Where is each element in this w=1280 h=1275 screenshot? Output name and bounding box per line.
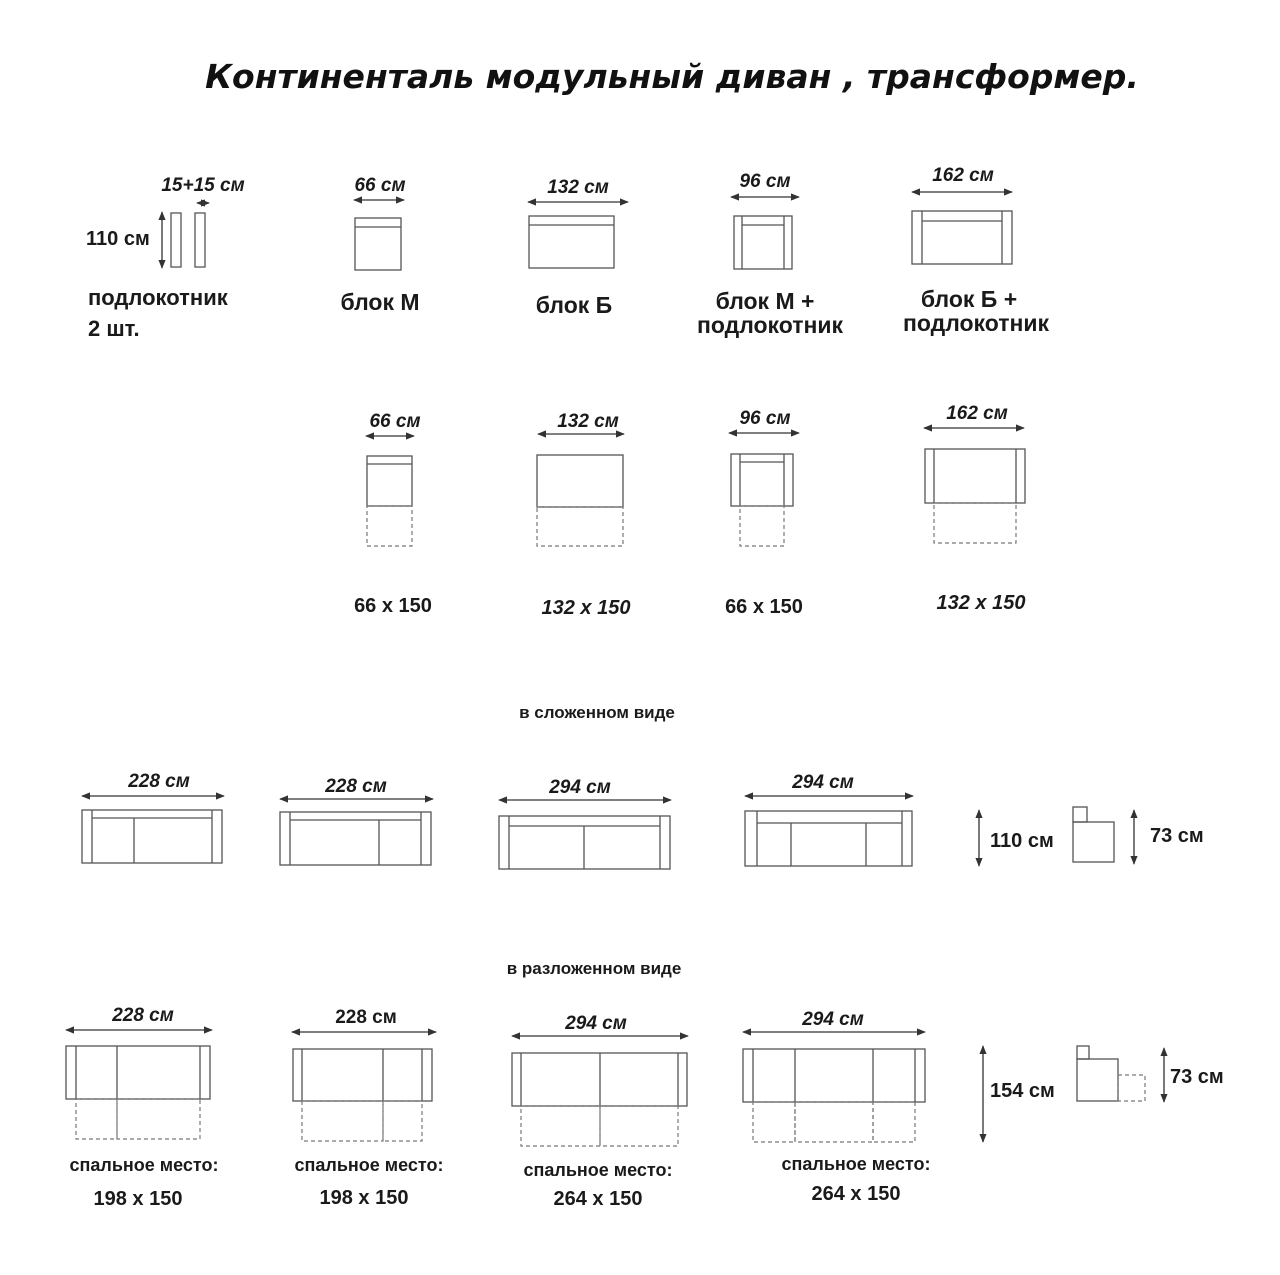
unfolded-sofa-2: 228 см спальное место: 198 x 150	[291, 1007, 444, 1209]
unfolded-sofa-3-berth-label: спальное место:	[524, 1160, 673, 1180]
unfolded-module-3-berth: 66 x 150	[725, 596, 803, 618]
unfolded-sofa-1-shape	[65, 1045, 211, 1100]
folded-sofa-3-shape	[498, 815, 671, 870]
block-m-shape	[354, 217, 402, 271]
block-m-armrest-label-line2: подлокотник	[697, 312, 844, 338]
unfolded-sofa-4-extension	[752, 1101, 916, 1143]
unfolded-module-3-shape	[730, 453, 794, 507]
armrest-shapes	[170, 212, 206, 268]
folded-sofa-1: 228 см	[81, 771, 225, 864]
unfolded-module-1-width: 66 см	[369, 411, 420, 432]
armrest-label: подлокотник	[88, 285, 229, 310]
armrest-module: 15+15 см 110 см подлокотник 2 шт.	[86, 175, 245, 341]
unfolded-side-shape	[1076, 1045, 1119, 1102]
block-b-module: 132 см блок Б	[527, 177, 629, 318]
unfolded-module-3-width: 96 см	[739, 408, 790, 429]
unfolded-sofa-4-shape	[742, 1048, 926, 1103]
unfolded-module-4-extension	[933, 502, 1017, 544]
unfolded-sofa-2-width: 228 см	[335, 1007, 397, 1028]
unfolded-sofa-1-extension	[75, 1098, 201, 1140]
unfolded-side-view: 154 см 73 см	[979, 1045, 1224, 1143]
unfolded-module-1-berth: 66 x 150	[354, 595, 432, 617]
unfolded-module-2: 132 см 132 x 150	[536, 411, 631, 619]
unfolded-sofa-3-shape	[511, 1052, 688, 1107]
unfolded-sofa-4-berth: 264 x 150	[812, 1183, 901, 1205]
unfolded-module-3-extension	[739, 505, 785, 547]
unfolded-side-extension	[1117, 1074, 1146, 1102]
folded-side-shape	[1072, 806, 1115, 863]
unfolded-sofa-3: 294 см спальное место: 264 x 150	[511, 1013, 689, 1210]
block-m-armrest-width-label: 96 см	[739, 171, 790, 192]
folded-side-view: 110 см 73 см	[975, 806, 1204, 867]
armrest-width-label: 15+15 см	[161, 175, 244, 196]
folded-sofa-4: 294 см	[744, 772, 914, 867]
armrest-height-label: 110 см	[86, 228, 150, 250]
unfolded-module-2-width: 132 см	[557, 411, 619, 432]
unfolded-sofa-4-width: 294 см	[801, 1009, 864, 1030]
block-m-armrest-shape	[733, 215, 793, 270]
unfolded-height-label: 73 см	[1170, 1066, 1224, 1088]
block-b-shape	[528, 215, 615, 269]
unfolded-caption: в разложенном виде	[507, 959, 682, 978]
unfolded-sofa-1-berth-label: спальное место:	[70, 1155, 219, 1175]
unfolded-module-2-berth: 132 x 150	[542, 597, 631, 619]
unfolded-module-1-extension	[366, 505, 413, 547]
unfolded-module-4-shape	[924, 448, 1026, 504]
page-title: Континенталь модульный диван , трансформ…	[205, 57, 1139, 96]
folded-caption: в сложенном виде	[519, 703, 675, 722]
unfolded-sofa-2-berth: 198 x 150	[320, 1187, 409, 1209]
block-b-label: блок Б	[536, 292, 612, 318]
unfolded-sofa-3-berth: 264 x 150	[554, 1188, 643, 1210]
unfolded-sofa-1-width: 228 см	[111, 1005, 174, 1026]
unfolded-sofa-1: 228 см спальное место: 198 x 150	[65, 1005, 219, 1210]
unfolded-sofa-2-shape	[292, 1048, 433, 1102]
unfolded-module-4-width: 162 см	[946, 403, 1008, 424]
block-b-armrest-module: 162 см блок Б + подлокотник	[903, 165, 1050, 336]
armrest-count-label: 2 шт.	[88, 316, 140, 341]
unfolded-depth-label: 154 см	[990, 1080, 1055, 1102]
unfolded-module-2-shape	[536, 454, 624, 508]
unfolded-sofa-4: 294 см спальное место: 264 x 150	[742, 1009, 931, 1205]
folded-height-label: 73 см	[1150, 825, 1204, 847]
block-b-armrest-shape	[911, 210, 1013, 265]
folded-sofa-3-width: 294 см	[548, 777, 611, 798]
folded-sofa-2: 228 см	[279, 776, 434, 866]
unfolded-module-3: 96 см 66 x 150	[725, 408, 803, 618]
folded-sofa-1-shape	[81, 809, 223, 864]
unfolded-sofa-4-berth-label: спальное место:	[782, 1154, 931, 1174]
block-b-width-label: 132 см	[547, 177, 609, 198]
block-b-armrest-label: блок Б +	[921, 286, 1017, 312]
unfolded-sofa-3-width: 294 см	[564, 1013, 627, 1034]
unfolded-sofa-3-extension	[520, 1105, 679, 1147]
folded-depth-label: 110 см	[990, 830, 1054, 852]
block-b-armrest-width-label: 162 см	[932, 165, 994, 186]
block-m-armrest-label: блок М +	[716, 288, 815, 314]
folded-sofa-3: 294 см	[498, 777, 672, 870]
block-b-armrest-label-line2: подлокотник	[903, 310, 1050, 336]
unfolded-sofa-2-extension	[301, 1100, 423, 1142]
block-m-label: блок М	[340, 289, 419, 315]
block-m-armrest-module: 96 см блок М + подлокотник	[697, 171, 844, 338]
unfolded-sofa-2-berth-label: спальное место:	[295, 1155, 444, 1175]
block-m-module: 66 см блок М	[340, 175, 419, 315]
unfolded-module-4: 162 см 132 x 150	[923, 403, 1026, 614]
folded-sofa-2-shape	[279, 811, 432, 866]
folded-sofa-2-width: 228 см	[324, 776, 387, 797]
unfolded-module-4-berth: 132 x 150	[937, 592, 1026, 614]
folded-sofa-1-width: 228 см	[127, 771, 190, 792]
folded-sofa-4-shape	[744, 810, 913, 867]
folded-sofa-4-width: 294 см	[791, 772, 854, 793]
unfolded-module-1-shape	[366, 455, 413, 507]
unfolded-module-1: 66 см 66 x 150	[354, 411, 432, 617]
unfolded-sofa-1-berth: 198 x 150	[94, 1188, 183, 1210]
unfolded-module-2-extension	[536, 506, 624, 547]
block-m-width-label: 66 см	[354, 175, 405, 196]
